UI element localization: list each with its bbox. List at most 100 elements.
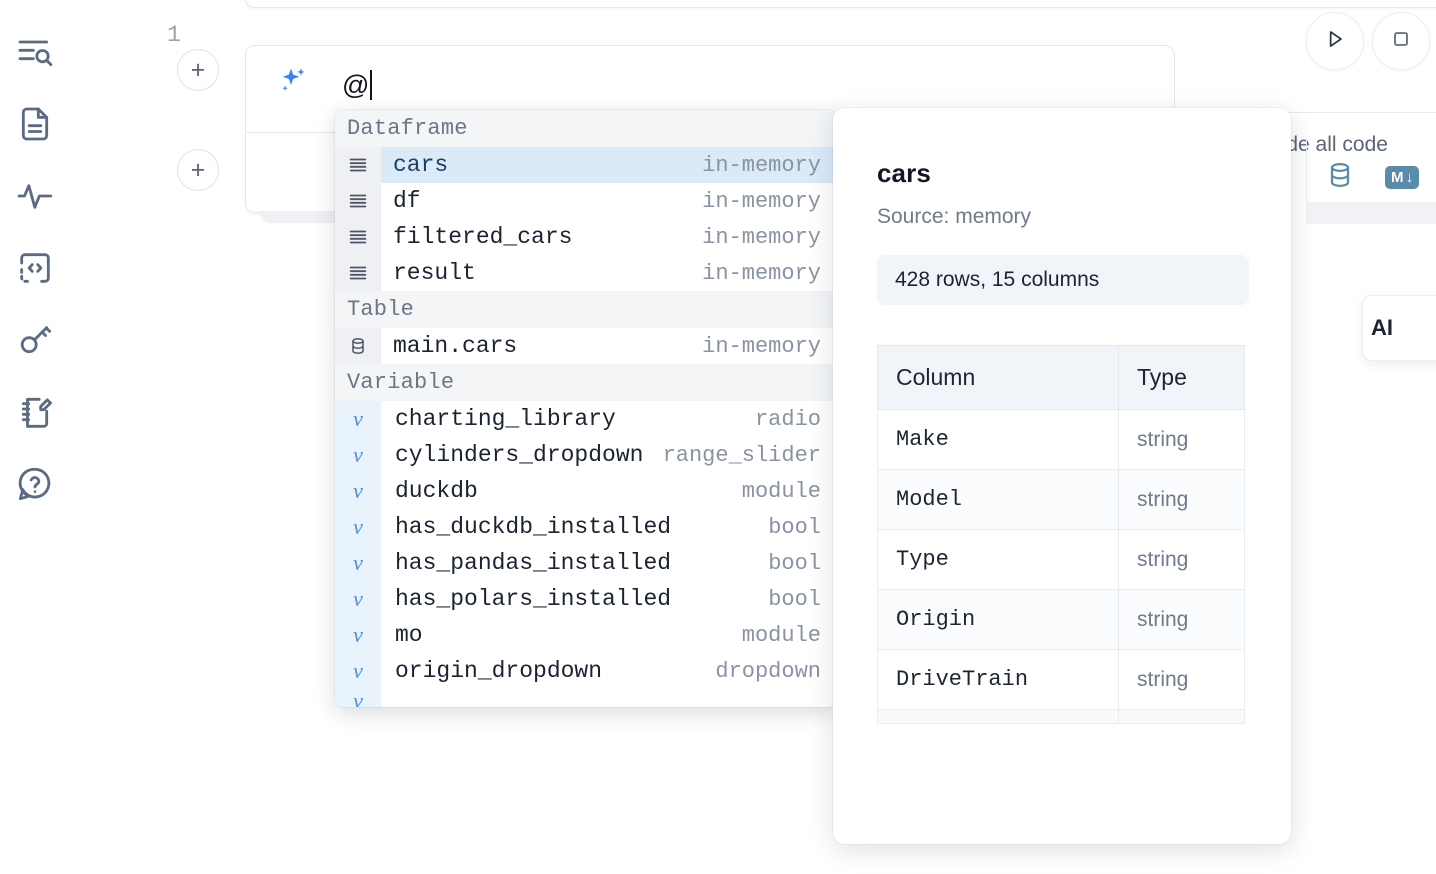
column-type-cell: string [1118,589,1245,650]
previous-cell-edge [245,0,1436,8]
autocomplete-group-header: Dataframe [335,110,835,147]
plus-icon: + [190,155,206,184]
stop-cell-button[interactable] [1372,12,1430,70]
sidebar-item-snippets[interactable] [9,232,61,304]
column-name-cell: DriveTrain [877,649,1119,710]
autocomplete-item-type: module [741,622,821,648]
preview-shape-badge: 428 rows, 15 columns [877,255,1249,305]
sidebar-item-explorer-search[interactable] [9,16,61,88]
plus-icon: + [190,55,206,84]
autocomplete-item-name: has_pandas_installed [395,550,672,576]
activity-pulse-icon [15,176,55,216]
sparkle-icon [276,64,310,98]
markdown-icon[interactable]: M↓ [1385,166,1420,189]
autocomplete-group-header: Table [335,291,835,328]
add-cell-above-button[interactable]: + [177,49,219,91]
code-brackets-icon [15,248,55,288]
dataframe-preview-panel: cars Source: memory 428 rows, 15 columns… [833,108,1291,844]
sidebar-item-help[interactable] [9,448,61,520]
sidebar-item-variables[interactable] [9,160,61,232]
list-search-icon [15,32,55,72]
notebook-pencil-icon [15,392,55,432]
autocomplete-item-type: bool [768,514,821,540]
cell-run-controls [1306,12,1436,70]
autocomplete-item-name: mo [395,622,423,648]
preview-source: Source: memory [877,205,1032,228]
variable-icon: v [335,545,381,581]
autocomplete-item-type: bool [768,586,821,612]
dataframe-rows-icon [335,219,381,255]
variable-icon: v [335,653,381,689]
autocomplete-item-name: has_polars_installed [395,586,672,612]
key-icon [15,320,55,360]
autocomplete-item-type: in-memory [702,188,821,214]
column-type-cell: string [1118,469,1245,530]
autocomplete-item-name: origin_dropdown [395,658,603,684]
autocomplete-item-name: df [393,188,421,214]
autocomplete-item-name: cylinders_dropdown [395,442,644,468]
cell-toolbar: M↓ [1325,160,1420,195]
autocomplete-item-type: radio [754,406,821,432]
table-column-header: Type [1118,345,1245,410]
autocomplete-item-name: cars [393,152,449,178]
sidebar-item-file-explorer[interactable] [9,88,61,160]
variable-icon: v [335,581,381,617]
ai-prompt-input[interactable]: @ [342,70,373,100]
ai-bar-divider [1245,112,1436,113]
autocomplete-item-name: main.cars [393,333,518,359]
variable-icon: v [335,617,381,653]
document-icon [15,104,55,144]
column-type-cell: string [1118,649,1245,710]
variable-icon: v [335,509,381,545]
autocomplete-item[interactable]: v has_polars_installed bool [335,581,835,617]
autocomplete-item-type: module [741,478,821,504]
autocomplete-item-name: result [393,260,476,286]
square-stop-icon [1388,26,1414,57]
variable-icon: v [335,401,381,437]
autocomplete-item[interactable]: result in-memory [335,255,835,291]
variable-icon: v [335,689,381,707]
autocomplete-item-type: in-memory [702,260,821,286]
autocomplete-item[interactable]: df in-memory [335,183,835,219]
question-chat-icon [15,464,55,504]
autocomplete-item-partial[interactable]: v [335,689,835,707]
database-icon [335,328,381,364]
autocomplete-item[interactable]: v has_duckdb_installed bool [335,509,835,545]
column-type-cell: string [1118,529,1245,590]
ai-tooltip-fragment: AI [1362,295,1436,361]
autocomplete-item-type: range_slider [662,442,821,468]
cell-toolbar-separator [1306,140,1307,202]
database-icon[interactable] [1325,160,1355,195]
autocomplete-item-type: bool [768,550,821,576]
autocomplete-group-header: Variable [335,364,835,401]
autocomplete-item[interactable]: main.cars in-memory [335,328,835,364]
autocomplete-item-type: in-memory [702,333,821,359]
sidebar-item-secrets[interactable] [9,304,61,376]
add-cell-below-button[interactable]: + [177,149,219,191]
preview-title: cars [877,158,931,188]
run-cell-button[interactable] [1306,12,1364,70]
column-type-cell [1118,709,1245,724]
autocomplete-item-name: has_duckdb_installed [395,514,672,540]
variable-icon: v [335,473,381,509]
autocomplete-item[interactable]: v charting_library radio [335,401,835,437]
autocomplete-item-type: in-memory [702,224,821,250]
dataframe-rows-icon [335,183,381,219]
sidebar-item-scratchpad[interactable] [9,376,61,448]
autocomplete-item-name: charting_library [395,406,616,432]
autocomplete-item[interactable]: v has_pandas_installed bool [335,545,835,581]
autocomplete-item-name: duckdb [395,478,478,504]
